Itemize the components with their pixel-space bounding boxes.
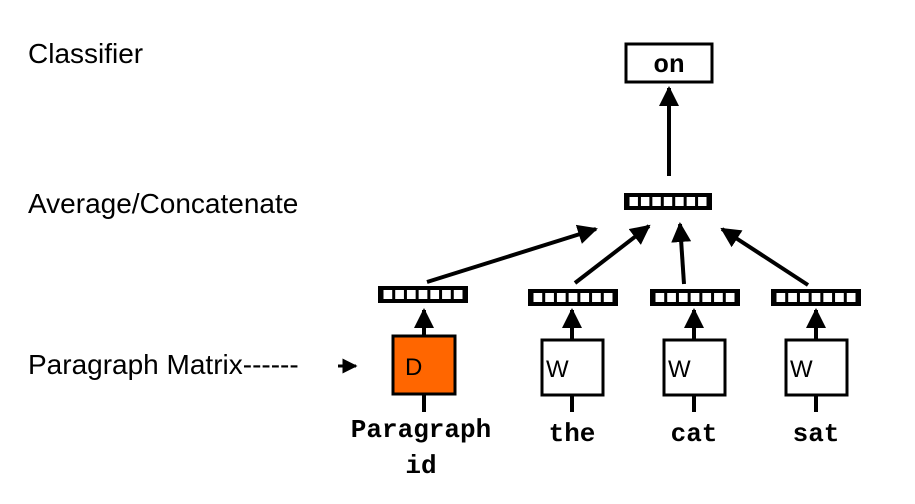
- word-token-sat: sat: [793, 419, 840, 449]
- paragraph-id-line1: Paragraph: [351, 415, 491, 445]
- vector-cell: [667, 293, 676, 302]
- vector-cell: [714, 293, 723, 302]
- output-word: on: [653, 50, 684, 80]
- arrow-sat-vector-to-average: [720, 227, 810, 287]
- vector-cell: [640, 197, 650, 206]
- vector-cell: [418, 290, 428, 299]
- word-box-letter-cat: W: [668, 356, 691, 383]
- vector-cell: [663, 197, 673, 206]
- vector-cell: [453, 290, 463, 299]
- vector-cell: [545, 293, 554, 302]
- vector-cell: [835, 293, 844, 302]
- vector-cell: [395, 290, 404, 299]
- vector-cell: [678, 293, 688, 302]
- paragraph-matrix-label: Paragraph Matrix------: [28, 349, 299, 380]
- vector-cell: [592, 293, 601, 302]
- vector-cell: [442, 290, 451, 299]
- arrow-paragraph-vector-to-average: [426, 224, 598, 284]
- vector-cell: [725, 293, 735, 302]
- word-token-the: the: [549, 419, 596, 449]
- word-box-letter-the: W: [546, 356, 569, 383]
- arrow-cat-vector-to-average: [671, 222, 692, 285]
- vector-cell: [533, 293, 543, 302]
- vector-cell: [383, 290, 393, 299]
- vector-cell: [655, 293, 665, 302]
- paragraph-box: [391, 334, 457, 396]
- vector-cell: [811, 293, 821, 302]
- paragraph-id-line2: id: [405, 451, 436, 481]
- vector-cell: [556, 293, 566, 302]
- paragraph-vector: [378, 286, 468, 303]
- vector-cell: [776, 293, 786, 302]
- vector-cell: [603, 293, 613, 302]
- word-vector-cat: [650, 289, 740, 306]
- paragraph-box-letter: D: [405, 354, 422, 381]
- vector-cell: [629, 197, 638, 206]
- vector-cell: [686, 197, 696, 206]
- vector-cell: [846, 293, 856, 302]
- vector-cell: [406, 290, 416, 299]
- vector-cell: [702, 293, 712, 302]
- average-vector: [624, 193, 712, 210]
- vector-cell: [430, 290, 440, 299]
- vector-cell: [788, 293, 797, 302]
- word-box-letter-sat: W: [790, 356, 813, 383]
- vector-cell: [568, 293, 578, 302]
- word-box-sat: [784, 338, 849, 397]
- word-vector-sat: [771, 289, 861, 306]
- vector-cell: [652, 197, 661, 206]
- vector-cell: [675, 197, 684, 206]
- vector-cell: [690, 293, 700, 302]
- word-box-the: [540, 338, 605, 397]
- vector-cell: [823, 293, 833, 302]
- vector-cell: [698, 197, 707, 206]
- average-concatenate-label: Average/Concatenate: [28, 188, 298, 219]
- classifier-label: Classifier: [28, 38, 143, 69]
- word-box-cat: [662, 338, 727, 397]
- output-box: [624, 42, 714, 84]
- vector-cell: [799, 293, 809, 302]
- word-vector-the: [528, 289, 618, 306]
- vector-cell: [580, 293, 590, 302]
- word-token-cat: cat: [671, 419, 718, 449]
- arrow-the-vector-to-average: [573, 224, 651, 285]
